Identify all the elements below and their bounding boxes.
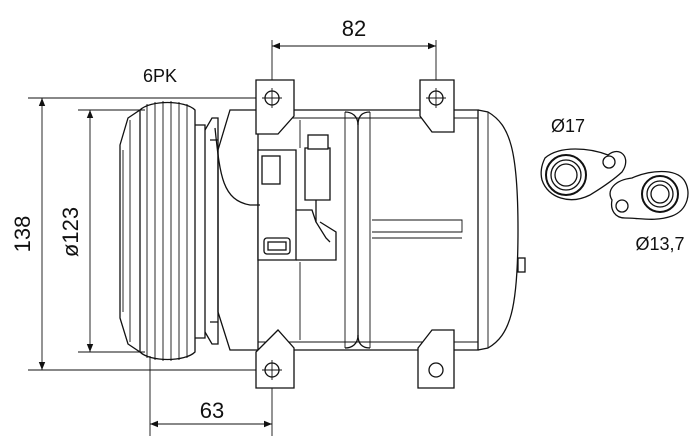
port-small-diameter-label: Ø13,7 <box>635 234 684 254</box>
dimension-labels: 82 6PK 138 ø123 63 Ø17 Ø13,7 <box>10 16 685 423</box>
pulley-diameter-label: ø123 <box>58 207 83 257</box>
port-large-diameter-label: Ø17 <box>551 116 585 136</box>
belt-type-label: 6PK <box>143 66 177 86</box>
dimension-82-label: 82 <box>342 16 366 41</box>
port-large-gasket <box>540 148 627 201</box>
dimension-63-label: 63 <box>200 398 224 423</box>
compressor-body <box>210 79 526 389</box>
pulley <box>119 101 219 361</box>
port-small-gasket <box>609 170 689 220</box>
dimension-138-label: 138 <box>10 216 35 253</box>
